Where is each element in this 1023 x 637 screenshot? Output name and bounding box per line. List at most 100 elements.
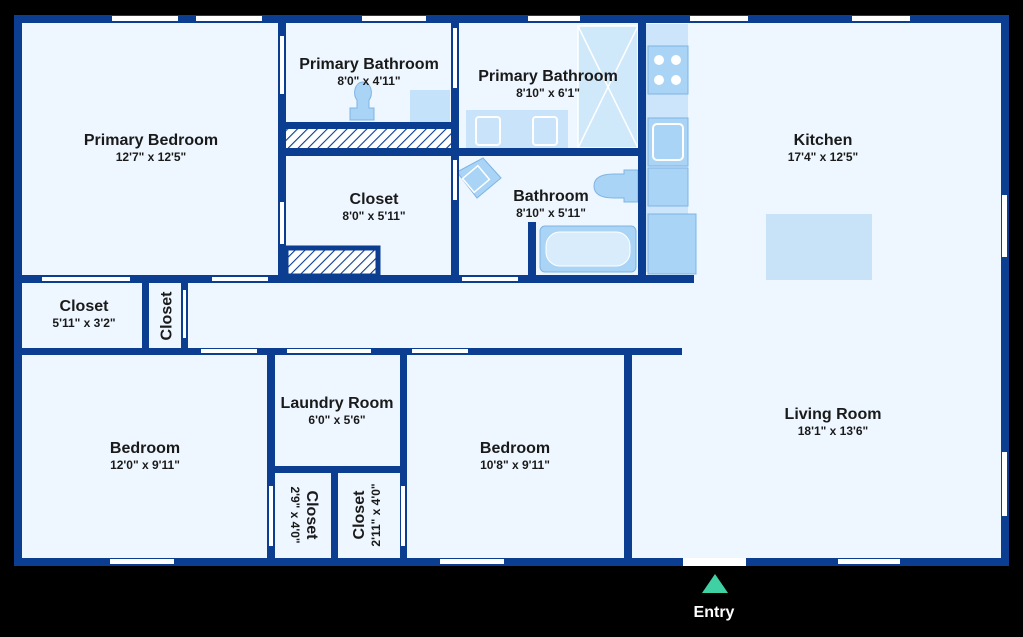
entry-door [683, 558, 746, 566]
window [1002, 195, 1007, 257]
room-dimensions: 8'10" x 5'11" [516, 206, 586, 220]
door-opening [287, 349, 371, 353]
room-label-closet-bottom-left: Closet 2'9" x 4'0" [287, 486, 321, 543]
window [110, 559, 174, 564]
room-name: Primary Bathroom [478, 68, 618, 85]
door-opening [280, 36, 284, 94]
wall [278, 148, 646, 156]
room-dimensions: 18'1" x 13'6" [797, 424, 869, 438]
sink-icon [475, 116, 501, 146]
wall [267, 350, 275, 564]
room-dimensions: 5'11" x 3'2" [52, 316, 116, 330]
room-dimensions: 17'4" x 12'5" [787, 150, 859, 164]
window [440, 559, 504, 564]
room-dimensions: 8'0" x 4'11" [337, 74, 401, 88]
door-opening [212, 277, 268, 281]
sink-icon [461, 164, 491, 194]
room-label-bathroom: Bathroom 8'10" x 5'11" [513, 187, 589, 221]
door-opening [280, 202, 284, 244]
window [1002, 452, 1007, 516]
room-dimensions: 12'7" x 12'5" [115, 150, 187, 164]
sink-icon [652, 123, 684, 161]
room-dimensions: 12'0" x 9'11" [110, 458, 180, 472]
refrigerator [647, 213, 697, 275]
room-dimensions: 10'8" x 9'11" [480, 458, 550, 472]
entry-arrow-icon [702, 574, 728, 593]
dishwasher [647, 167, 689, 207]
room-label-kitchen: Kitchen 17'4" x 12'5" [788, 131, 858, 165]
room-name: Primary Bathroom [299, 56, 439, 73]
room-label-closet-left: Closet 5'11" x 3'2" [52, 297, 115, 331]
door-opening [462, 277, 518, 281]
room-dimensions: 2'9" x 4'0" [288, 486, 302, 544]
room-name: Bedroom [479, 440, 551, 457]
wall [14, 15, 22, 566]
wall [14, 15, 1009, 23]
stove-burner-icon [654, 55, 664, 65]
entry-label: Entry [693, 604, 735, 621]
kitchen-island [766, 214, 872, 280]
room-name: Laundry Room [280, 395, 394, 412]
room-label-bedroom-left: Bedroom 12'0" x 9'11" [110, 439, 180, 473]
sink-icon [532, 116, 558, 146]
stove [647, 45, 689, 95]
window [362, 16, 426, 21]
room-name: Closet [351, 490, 368, 540]
room-label-laundry-room: Laundry Room 6'0" x 5'6" [281, 394, 394, 428]
stove-burner-icon [671, 75, 681, 85]
window [528, 16, 580, 21]
wall [142, 278, 149, 355]
room-name: Closet [303, 490, 320, 540]
window [852, 16, 910, 21]
room-name: Kitchen [793, 132, 853, 149]
door-opening [183, 290, 186, 338]
stove-burner-icon [654, 75, 664, 85]
room-dimensions: 2'11" x 4'0" [369, 483, 383, 547]
room-name: Living Room [784, 406, 882, 423]
stove-burner-icon [671, 55, 681, 65]
wall [14, 275, 694, 283]
room-name: Closet [59, 298, 109, 315]
room-dimensions: 8'0" x 5'11" [342, 209, 406, 223]
shelf-hatch [283, 245, 381, 279]
wall [528, 222, 536, 282]
room-label-living-room: Living Room 18'1" x 13'6" [785, 405, 882, 439]
window [112, 16, 178, 21]
wall [278, 122, 451, 129]
toilet-icon [349, 81, 375, 121]
window [690, 16, 748, 21]
shower-line [577, 25, 639, 149]
corner-sink [456, 157, 502, 199]
shelf-hatch [286, 129, 451, 148]
wall [624, 350, 632, 564]
room-name: Closet [349, 191, 399, 208]
room-label-closet-center: Closet 8'0" x 5'11" [342, 190, 405, 224]
window [196, 16, 262, 21]
wall [14, 558, 1009, 566]
room-name: Primary Bedroom [83, 132, 219, 149]
door-opening [453, 160, 457, 200]
wall [400, 350, 407, 564]
room-label-closet-narrow: Closet [158, 292, 177, 341]
door-opening [269, 486, 273, 546]
room-label-primary-bathroom-small: Primary Bathroom 8'0" x 4'11" [299, 55, 439, 89]
room-label-bedroom-center: Bedroom 10'8" x 9'11" [480, 439, 550, 473]
door-opening [412, 349, 468, 353]
vanity-counter [410, 90, 450, 123]
room-dimensions: 8'10" x 6'1" [516, 86, 580, 100]
wall [331, 470, 338, 564]
door-opening [201, 349, 257, 353]
room-label-primary-bathroom-large: Primary Bathroom 8'10" x 6'1" [478, 67, 618, 101]
door-opening [453, 28, 457, 88]
door-opening [42, 277, 130, 281]
wall [267, 466, 407, 473]
room-name: Closet [158, 291, 176, 341]
bathtub-basin [545, 231, 631, 267]
door-opening [401, 486, 405, 546]
window [838, 559, 900, 564]
room-name: Bathroom [513, 188, 589, 205]
room-name: Bedroom [109, 440, 181, 457]
kitchen-sink [647, 117, 689, 167]
